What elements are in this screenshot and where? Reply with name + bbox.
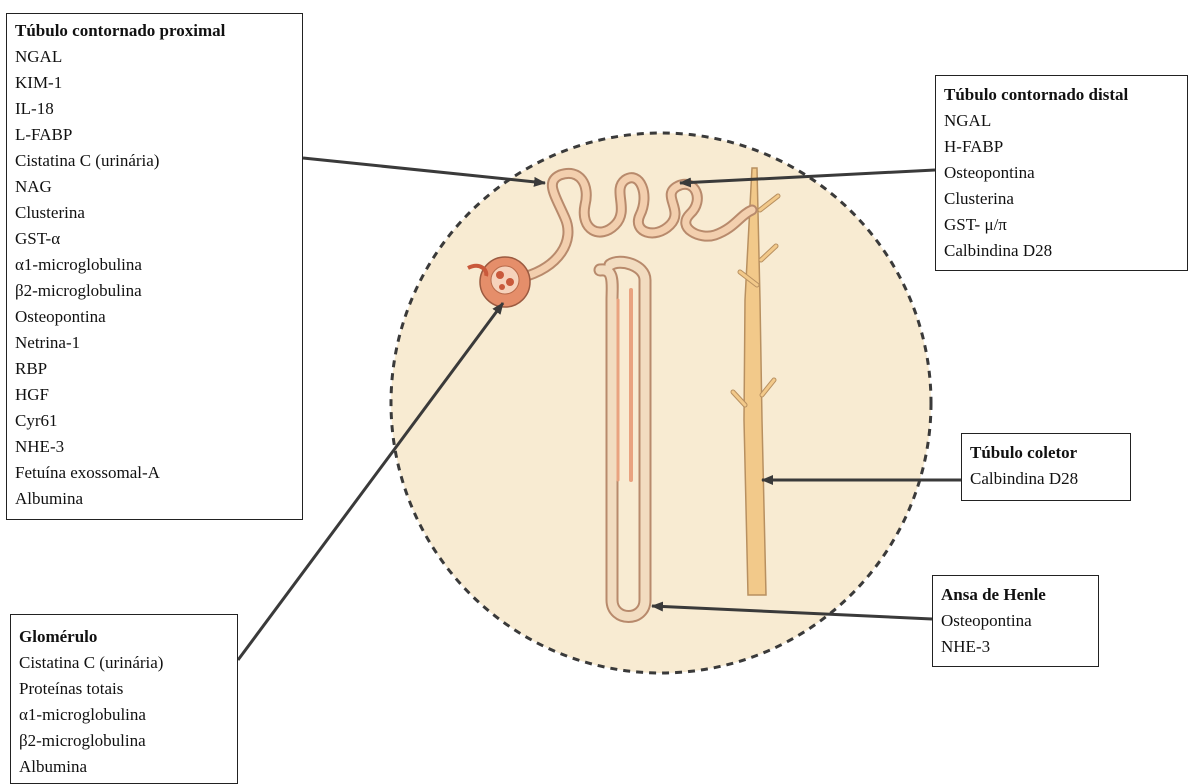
biomarker-item: Osteopontina: [941, 608, 1090, 634]
biomarker-item: Calbindina D28: [944, 238, 1179, 264]
biomarker-item: H-FABP: [944, 134, 1179, 160]
collecting-tubule-list: Calbindina D28: [970, 466, 1122, 492]
biomarker-item: IL-18: [15, 96, 294, 122]
biomarker-item: Clusterina: [15, 200, 294, 226]
biomarker-item: α1-microglobulina: [19, 702, 229, 728]
biomarker-item: α1-microglobulina: [15, 252, 294, 278]
nephron-circle: [391, 133, 931, 673]
biomarker-item: GST- μ/π: [944, 212, 1179, 238]
biomarker-item: NGAL: [15, 44, 294, 70]
biomarker-item: β2-microglobulina: [19, 728, 229, 754]
glomerulus-title: Glomérulo: [19, 624, 229, 650]
biomarker-item: Fetuína exossomal-A: [15, 460, 294, 486]
biomarker-item: NAG: [15, 174, 294, 200]
biomarker-item: Clusterina: [944, 186, 1179, 212]
proximal-tubule-title: Túbulo contornado proximal: [15, 18, 294, 44]
biomarker-item: NGAL: [944, 108, 1179, 134]
loop-of-henle-title: Ansa de Henle: [941, 582, 1090, 608]
biomarker-item: GST-α: [15, 226, 294, 252]
collecting-tubule-title: Túbulo coletor: [970, 440, 1122, 466]
biomarker-item: RBP: [15, 356, 294, 382]
biomarker-item: Albumina: [19, 754, 229, 780]
biomarker-item: Osteopontina: [944, 160, 1179, 186]
collecting-tubule-box: Túbulo coletor Calbindina D28: [961, 433, 1131, 501]
biomarker-item: β2-microglobulina: [15, 278, 294, 304]
biomarker-item: Netrina-1: [15, 330, 294, 356]
distal-tubule-title: Túbulo contornado distal: [944, 82, 1179, 108]
biomarker-item: KIM-1: [15, 70, 294, 96]
biomarker-item: Cyr61: [15, 408, 294, 434]
biomarker-item: NHE-3: [15, 434, 294, 460]
biomarker-item: Cistatina C (urinária): [15, 148, 294, 174]
biomarker-item: L-FABP: [15, 122, 294, 148]
arrow-proximal: [303, 158, 545, 183]
biomarker-item: Cistatina C (urinária): [19, 650, 229, 676]
biomarker-item: Albumina: [15, 486, 294, 512]
biomarker-item: Calbindina D28: [970, 466, 1122, 492]
biomarker-item: NHE-3: [941, 634, 1090, 660]
biomarker-item: Osteopontina: [15, 304, 294, 330]
glomerulus-box: Glomérulo Cistatina C (urinária)Proteína…: [10, 614, 238, 784]
biomarker-item: HGF: [15, 382, 294, 408]
biomarker-item: Proteínas totais: [19, 676, 229, 702]
